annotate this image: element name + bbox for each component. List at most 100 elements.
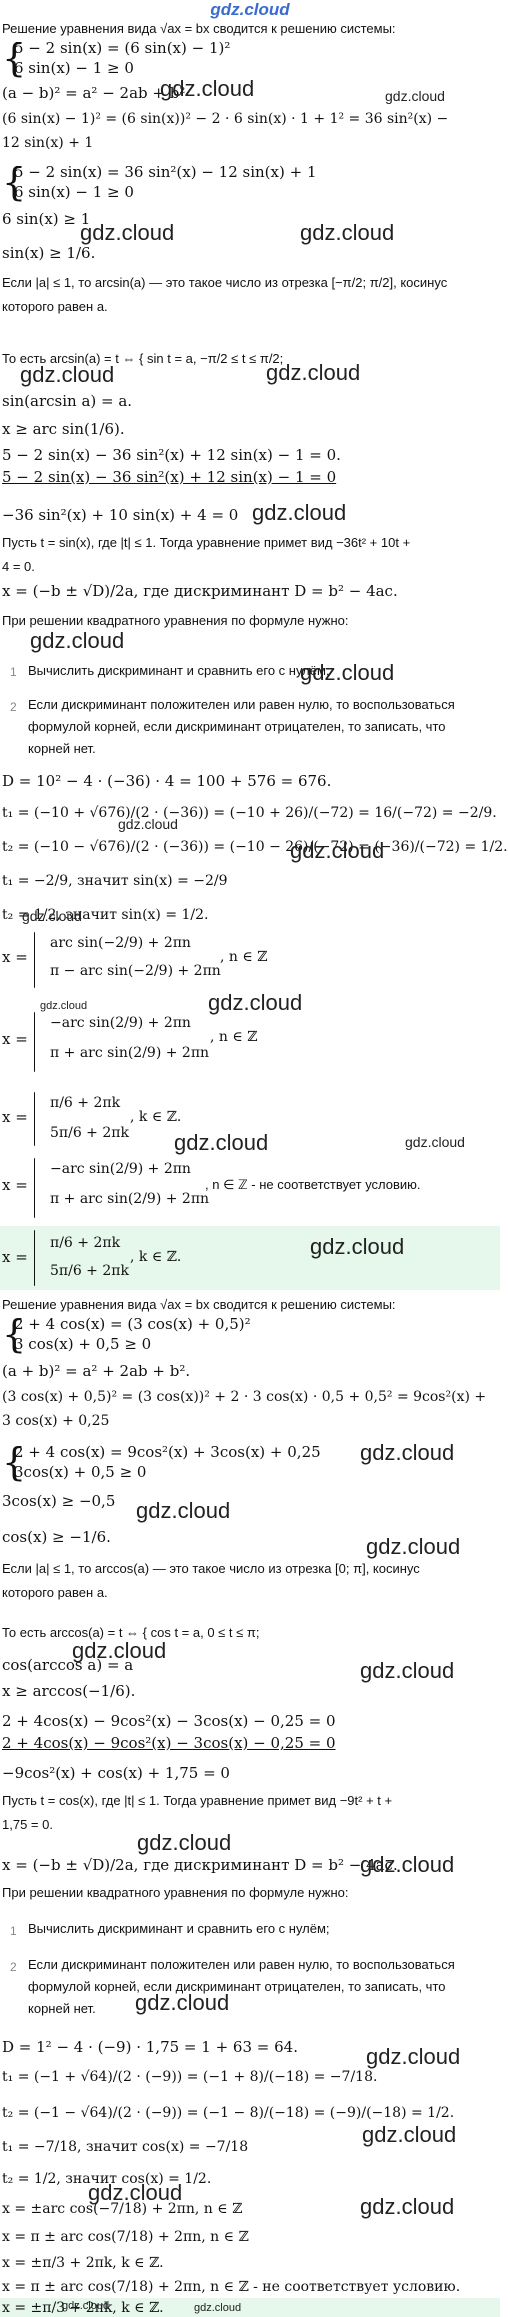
watermark: gdz.cloud <box>88 2180 183 2205</box>
root-line: t₂ = (−1 − √64)/(2 · (−9)) = (−1 − 8)/(−… <box>2 2105 455 2121</box>
solution-condition: , k ∈ ℤ. <box>130 1249 182 1265</box>
watermark: gdz.cloud <box>80 220 175 245</box>
formula-line: (a + b)² = a² + 2ab + b². <box>2 1362 191 1380</box>
brace-icon <box>34 1158 35 1218</box>
solution-condition: , n ∈ ℤ <box>220 949 268 965</box>
system-row: 5 − 2 sin(x) = 36 sin²(x) − 12 sin(x) + … <box>14 163 317 181</box>
system-row: 5 − 2 sin(x) = (6 sin(x) − 1)² <box>14 39 231 57</box>
watermark: gdz.cloud <box>266 360 361 385</box>
result-line: x ≥ arc sin(1/6). <box>2 420 125 438</box>
watermark: gdz.cloud <box>62 2300 110 2312</box>
definition-text: которого равен a. <box>2 299 108 314</box>
watermark: gdz.cloud <box>310 1234 405 1259</box>
solution-row: 5π/6 + 2πk <box>50 1125 129 1141</box>
step-number: 2 <box>10 1960 17 1974</box>
system-1: { 2 + 4 cos(x) = (3 cos(x) + 0,5)² 3 cos… <box>2 1314 251 1356</box>
intro-text: Решение уравнения вида √ax = bx сводится… <box>2 21 396 36</box>
root-line: t₁ = (−1 + √64)/(2 · (−9)) = (−1 + 8)/(−… <box>2 2069 378 2085</box>
expansion-line: 12 sin(x) + 1 <box>2 135 94 151</box>
step-text: Вычислить дискриминант и сравнить его с … <box>28 663 330 678</box>
system-row: 3 cos(x) + 0,5 ≥ 0 <box>14 1335 152 1353</box>
watermark: gdz.cloud <box>360 1658 455 1683</box>
expansion-line: (3 cos(x) + 0,5)² = (3 cos(x))² + 2 · 3 … <box>2 1389 487 1405</box>
site-header[interactable]: gdz.cloud <box>210 0 290 19</box>
brace-icon <box>34 932 35 988</box>
equation-line: −36 sin²(x) + 10 sin(x) + 4 = 0 <box>2 506 239 524</box>
definition-text: То есть arccos(a) = t ⇔ { cos t = a, 0 ≤… <box>2 1625 260 1640</box>
system-row: 3cos(x) + 0,5 ≥ 0 <box>14 1463 147 1481</box>
expansion-line: 3 cos(x) + 0,25 <box>2 1413 110 1429</box>
root-line: t₁ = −2/9, значит sin(x) = −2/9 <box>2 873 228 889</box>
substitution-text: 4 = 0. <box>2 559 35 574</box>
watermark: gdz.cloud <box>366 2044 461 2069</box>
solution-row: π/6 + 2πk <box>50 1095 121 1111</box>
solution-condition: , n ∈ ℤ <box>210 1029 258 1045</box>
definition-text: То есть arcsin(a) = t ⇔ { sin t = a, −π/… <box>2 351 284 366</box>
solution-line: x = ±π/3 + 2πk, k ∈ ℤ. <box>2 2255 164 2271</box>
rule-text: При решении квадратного уравнения по фор… <box>2 613 349 628</box>
watermark: gdz.cloud <box>290 838 385 863</box>
watermark: gdz.cloud <box>22 908 82 924</box>
system-row: 2 + 4 cos(x) = 9cos²(x) + 3cos(x) + 0,25 <box>14 1443 321 1461</box>
watermark: gdz.cloud <box>118 816 178 832</box>
watermark: gdz.cloud <box>194 2302 242 2314</box>
watermark: gdz.cloud <box>135 1990 230 2015</box>
watermark: gdz.cloud <box>252 500 347 525</box>
formula-line: (a − b)² = a² − 2ab + b² <box>2 84 186 102</box>
solution-row: 5π/6 + 2πk <box>50 1263 129 1279</box>
system-2: { 5 − 2 sin(x) = 36 sin²(x) − 12 sin(x) … <box>2 162 317 204</box>
substitution-text: Пусть t = cos(x), где |t| ≤ 1. Тогда ура… <box>2 1793 393 1808</box>
watermark: gdz.cloud <box>160 76 255 101</box>
system-row: 6 sin(x) − 1 ≥ 0 <box>14 183 134 201</box>
root-line: t₂ = 1/2, значит sin(x) = 1/2. <box>2 907 209 923</box>
watermark: gdz.cloud <box>300 220 395 245</box>
solution-line: x = ±π/3 + 2πk, k ∈ ℤ. <box>2 2300 164 2316</box>
watermark: gdz.cloud <box>208 990 303 1015</box>
solution-row: π + arc sin(2/9) + 2πn <box>50 1191 210 1207</box>
answer-highlight <box>0 2298 500 2317</box>
inequality-line: 6 sin(x) ≥ 1 <box>2 210 91 228</box>
system-1: { 5 − 2 sin(x) = (6 sin(x) − 1)² 6 sin(x… <box>2 38 230 80</box>
solution-row: π/6 + 2πk <box>50 1235 121 1251</box>
solution-line: x = π ± arc cos(7/18) + 2πn, n ∈ ℤ <box>2 2229 249 2245</box>
watermark: gdz.cloud <box>360 2194 455 2219</box>
equation-line: −9cos²(x) + cos(x) + 1,75 = 0 <box>2 1764 230 1782</box>
solution-row: arc sin(−2/9) + 2πn <box>50 935 191 951</box>
definition-text: Если |a| ≤ 1, то arcsin(a) — это такое ч… <box>2 275 448 290</box>
solution-row: −arc sin(2/9) + 2πn <box>50 1161 191 1177</box>
x-label: x = <box>2 948 28 966</box>
watermark: gdz.cloud <box>360 1852 455 1877</box>
solution-row: −arc sin(2/9) + 2πn <box>50 1015 191 1031</box>
watermark: gdz.cloud <box>40 1000 88 1012</box>
discriminant-formula: x = (−b ± √D)/2a, где дискриминант D = b… <box>2 582 398 600</box>
watermark: gdz.cloud <box>20 362 115 387</box>
inequality-line: 3cos(x) ≥ −0,5 <box>2 1492 116 1510</box>
inequality-line: cos(x) ≥ −1/6. <box>2 1528 111 1546</box>
rule-text: При решении квадратного уравнения по фор… <box>2 1885 349 1900</box>
watermark: gdz.cloud <box>72 1638 167 1663</box>
definition-line: sin(arcsin a) = a. <box>2 392 133 410</box>
solution-line: x = π ± arc cos(7/18) + 2πn, n ∈ ℤ - не … <box>2 2279 461 2295</box>
answer-highlight <box>0 1226 500 1290</box>
discriminant-calc: D = 10² − 4 · (−36) · 4 = 100 + 576 = 67… <box>2 772 332 790</box>
step-number: 1 <box>10 1924 17 1938</box>
definition-text: Если |a| ≤ 1, то arccos(a) — это такое ч… <box>2 1561 420 1576</box>
step-number: 2 <box>10 700 17 714</box>
equation-line: 5 − 2 sin(x) − 36 sin²(x) + 12 sin(x) − … <box>2 446 341 464</box>
step-number: 1 <box>10 665 17 679</box>
expansion-line: (6 sin(x) − 1)² = (6 sin(x))² − 2 · 6 si… <box>2 111 449 127</box>
intro-text: Решение уравнения вида √ax = bx сводится… <box>2 1297 396 1312</box>
solution-condition: , k ∈ ℤ. <box>130 1109 182 1125</box>
system-row: 2 + 4 cos(x) = (3 cos(x) + 0,5)² <box>14 1315 251 1333</box>
root-line: t₂ = 1/2, значит cos(x) = 1/2. <box>2 2171 212 2187</box>
brace-icon <box>34 1092 35 1146</box>
root-line: t₁ = (−10 + √676)/(2 · (−36)) = (−10 + 2… <box>2 805 497 821</box>
equation-line: 2 + 4cos(x) − 9cos²(x) − 3cos(x) − 0,25 … <box>2 1712 336 1730</box>
equation-line: 2 + 4cos(x) − 9cos²(x) − 3cos(x) − 0,25 … <box>2 1734 336 1752</box>
watermark: gdz.cloud <box>136 1498 231 1523</box>
discriminant-formula: x = (−b ± √D)/2a, где дискриминант D = b… <box>2 1856 398 1874</box>
x-label: x = <box>2 1030 28 1048</box>
solution-line: x = ±arc cos(−7/18) + 2πn, n ∈ ℤ <box>2 2201 243 2217</box>
watermark: gdz.cloud <box>366 1534 461 1559</box>
substitution-text: Пусть t = sin(x), где |t| ≤ 1. Тогда ура… <box>2 535 411 550</box>
